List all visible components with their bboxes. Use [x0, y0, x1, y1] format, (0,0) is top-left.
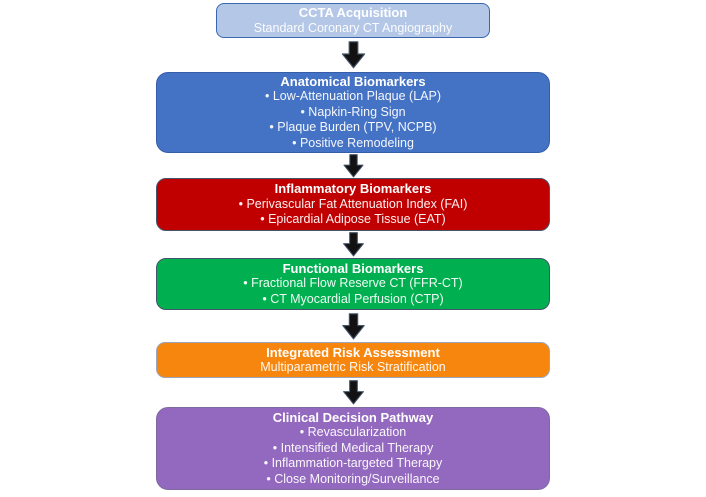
box-bullet: • Close Monitoring/Surveillance	[266, 471, 440, 486]
box-bullet: • Plaque Burden (TPV, NCPB)	[269, 120, 437, 135]
box-bullet: • Napkin-Ring Sign	[300, 104, 406, 119]
connector-zone	[341, 38, 366, 72]
box-bullet: • CT Myocardial Perfusion (CTP)	[262, 291, 444, 306]
down-arrow-shape	[341, 312, 365, 339]
connector-zone	[341, 310, 366, 342]
box-title: Inflammatory Biomarkers	[274, 181, 432, 197]
box-title: Integrated Risk Assessment	[266, 344, 440, 360]
flow-box-integrated-risk-assessment: Integrated Risk Assessment Multiparametr…	[156, 342, 550, 378]
down-arrow-icon	[341, 312, 365, 339]
flow-box-ccta-acquisition: CCTA Acquisition Standard Coronary CT An…	[216, 3, 490, 38]
connector-zone	[341, 231, 366, 258]
box-bullet: • Low-Attenuation Plaque (LAP)	[264, 89, 441, 104]
box-bullet: • Revascularization	[299, 425, 407, 440]
box-title: Anatomical Biomarkers	[280, 73, 426, 89]
down-arrow-shape	[342, 153, 364, 177]
flow-box-inflammatory-biomarkers: Inflammatory Biomarkers • Perivascular F…	[156, 178, 550, 231]
down-arrow-icon	[342, 380, 364, 405]
flow-box-functional-biomarkers: Functional Biomarkers • Fractional Flow …	[156, 258, 550, 310]
box-subtitle: Multiparametric Risk Stratification	[260, 360, 446, 374]
down-arrow-icon	[342, 153, 364, 177]
connector-zone	[341, 153, 366, 178]
box-title: Clinical Decision Pathway	[272, 409, 434, 425]
flow-box-clinical-decision-pathway: Clinical Decision Pathway • Revasculariz…	[156, 407, 550, 490]
down-arrow-icon	[342, 232, 364, 257]
box-bullet: • Epicardial Adipose Tissue (EAT)	[260, 212, 446, 227]
down-arrow-shape	[342, 232, 364, 257]
box-subtitle: Standard Coronary CT Angiography	[253, 20, 453, 35]
box-bullet: • Fractional Flow Reserve CT (FFR-CT)	[243, 276, 463, 291]
connector-zone	[341, 378, 366, 407]
down-arrow-shape	[341, 41, 365, 69]
box-bullet: • Positive Remodeling	[292, 135, 414, 150]
down-arrow-shape	[342, 380, 364, 405]
box-title: CCTA Acquisition	[298, 5, 408, 20]
down-arrow-icon	[341, 41, 365, 69]
flow-box-anatomical-biomarkers: Anatomical Biomarkers • Low-Attenuation …	[156, 72, 550, 153]
box-title: Functional Biomarkers	[282, 260, 424, 276]
box-bullet: • Inflammation-targeted Therapy	[263, 456, 443, 471]
box-bullet: • Intensified Medical Therapy	[272, 440, 434, 455]
box-bullet: • Perivascular Fat Attenuation Index (FA…	[238, 196, 468, 211]
